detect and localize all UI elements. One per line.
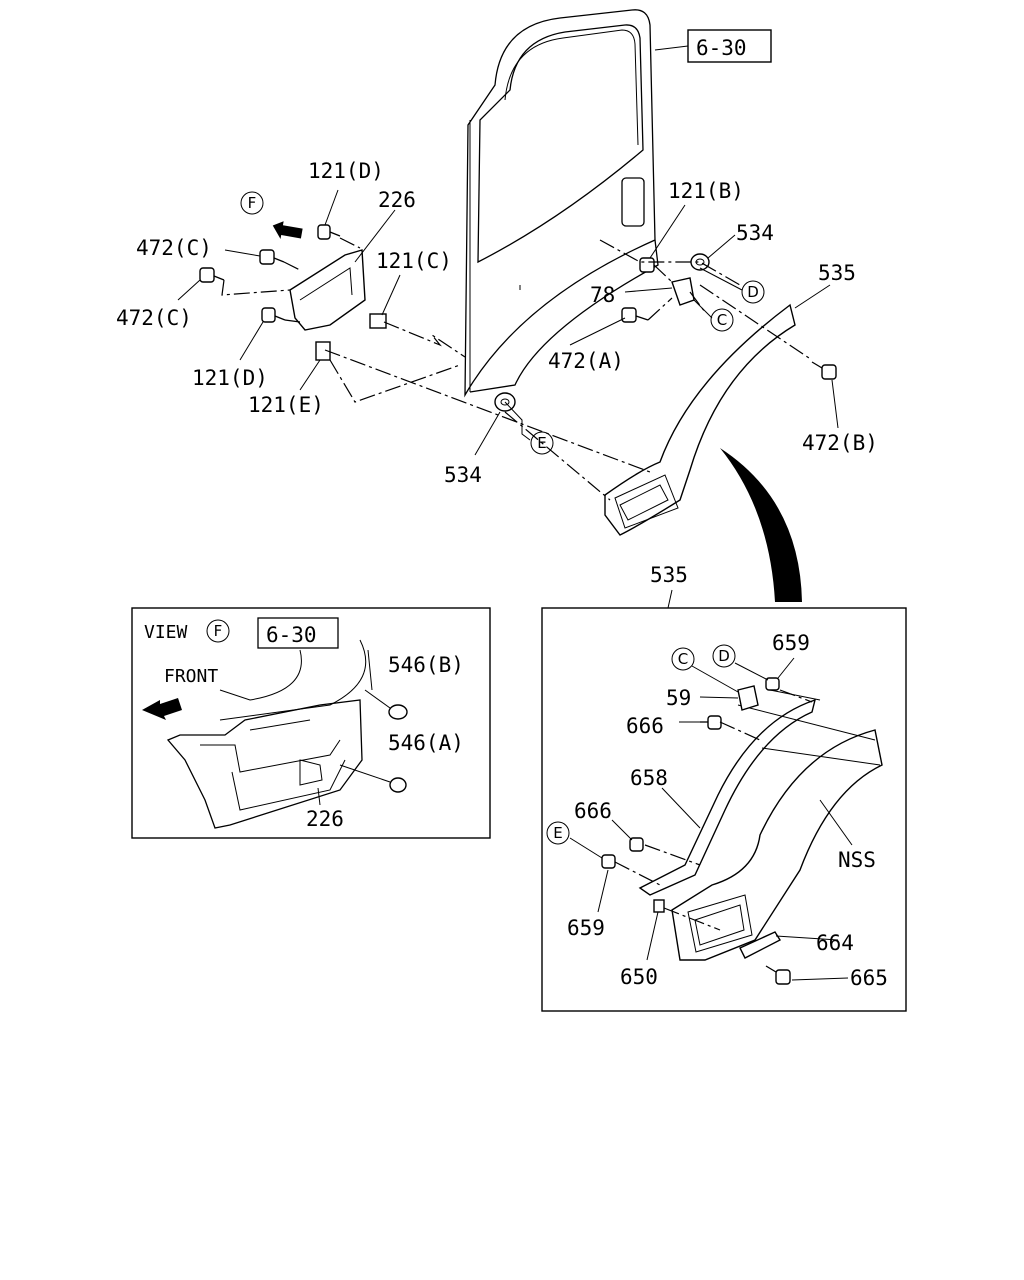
label-534-top: 534 xyxy=(736,221,774,245)
callout-e-detail: E xyxy=(546,821,570,845)
svg-text:E: E xyxy=(553,824,562,842)
callout-d-main: D xyxy=(741,280,765,304)
bolt-121b xyxy=(639,257,655,273)
svg-text:F: F xyxy=(248,194,257,212)
label-659-low: 659 xyxy=(567,916,605,940)
label-650: 650 xyxy=(620,965,658,989)
detail-pointer xyxy=(720,448,802,602)
bracket-226 xyxy=(289,249,387,361)
label-658: 658 xyxy=(630,766,668,790)
label-121c: 121(C) xyxy=(376,249,452,273)
label-226-top: 226 xyxy=(378,188,416,212)
callout-c-detail: C xyxy=(671,647,695,671)
callout-d-detail: D xyxy=(712,644,736,668)
view-f-inset xyxy=(131,607,491,839)
bolt-472a xyxy=(621,307,649,323)
label-535-top: 535 xyxy=(818,261,856,285)
washer-534-top xyxy=(690,253,710,271)
svg-text:D: D xyxy=(718,647,730,665)
bolt-472c-1 xyxy=(259,249,285,265)
view-f-title: VIEW xyxy=(144,622,188,643)
callout-e-main: E xyxy=(530,431,554,455)
bolt-666-top xyxy=(700,715,722,730)
bolt-659-top xyxy=(765,677,780,691)
reference-box-6-30-view xyxy=(257,617,339,649)
bolt-665 xyxy=(765,965,791,985)
label-534-low: 534 xyxy=(444,463,482,487)
label-472b: 472(B) xyxy=(802,431,878,455)
reference-6-30-view: 6-30 xyxy=(266,623,317,647)
label-121d-top: 121(D) xyxy=(308,159,384,183)
svg-text:F: F xyxy=(214,622,223,640)
label-664: 664 xyxy=(816,931,854,955)
label-472a: 472(A) xyxy=(548,349,624,373)
view-f-drawing xyxy=(166,639,408,829)
svg-text:C: C xyxy=(678,650,688,668)
reference-6-30: 6-30 xyxy=(696,36,747,60)
callout-c-main: C xyxy=(710,308,734,332)
view-arrow-main xyxy=(272,221,303,239)
clip-59 xyxy=(737,685,759,711)
step-fender-535 xyxy=(604,303,796,536)
clip-650 xyxy=(653,899,665,913)
front-arrow xyxy=(142,698,182,720)
step-fender-detail xyxy=(638,689,883,961)
label-472c-1: 472(C) xyxy=(136,236,212,260)
label-121b: 121(B) xyxy=(668,179,744,203)
bolt-121d-top xyxy=(317,224,341,240)
bolt-659-low xyxy=(601,854,616,869)
cover-664 xyxy=(739,931,781,959)
clip-78 xyxy=(671,277,695,306)
detail-inset xyxy=(541,607,907,1012)
bolt-472c-2 xyxy=(199,267,225,283)
label-226-view: 226 xyxy=(306,807,344,831)
svg-text:D: D xyxy=(747,283,759,301)
callout-f-main: F xyxy=(240,191,264,215)
bolt-472b xyxy=(811,361,837,380)
callout-f-view: F xyxy=(206,619,230,643)
label-535-detail: 535 xyxy=(650,563,688,587)
front-label: FRONT xyxy=(164,666,218,687)
label-59: 59 xyxy=(666,686,691,710)
label-472c-2: 472(C) xyxy=(116,306,192,330)
label-659-top: 659 xyxy=(772,631,810,655)
label-546b: 546(B) xyxy=(388,653,464,677)
label-666-mid: 666 xyxy=(574,799,612,823)
label-665: 665 xyxy=(850,966,888,990)
bolt-666-mid xyxy=(629,837,644,852)
label-78: 78 xyxy=(590,283,615,307)
label-121e: 121(E) xyxy=(248,393,324,417)
label-121d-low: 121(D) xyxy=(192,366,268,390)
label-546a: 546(A) xyxy=(388,731,464,755)
svg-text:E: E xyxy=(537,434,546,452)
label-nss: NSS xyxy=(838,848,876,872)
bolt-121d-low xyxy=(261,307,286,323)
label-666-top: 666 xyxy=(626,714,664,738)
svg-text:C: C xyxy=(717,311,727,329)
door-panel xyxy=(464,9,659,398)
